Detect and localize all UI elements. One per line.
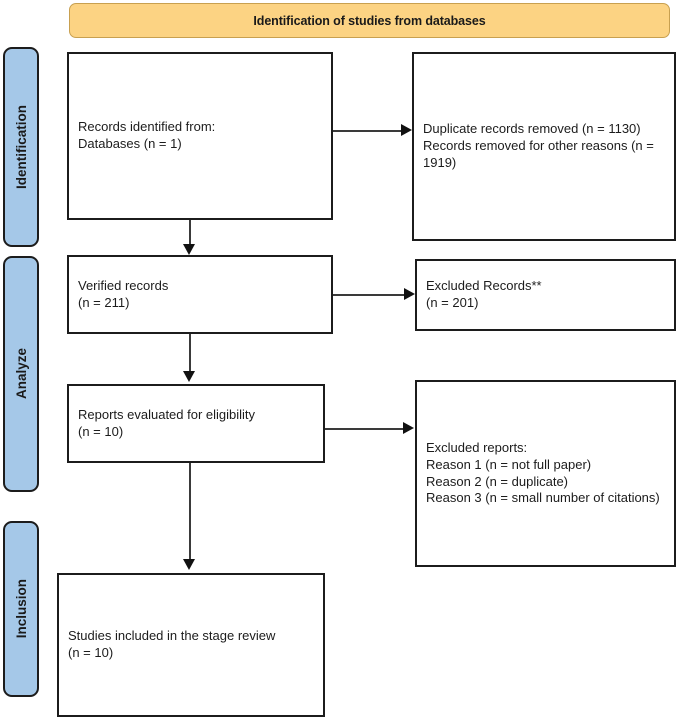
banner-title: Identification of studies from databases [253, 13, 486, 28]
box-studies-included-text: Studies included in the stage review (n … [68, 628, 276, 660]
connector-identified-to-verified [189, 220, 191, 245]
box-verified-records: Verified records (n = 211) [67, 255, 333, 334]
stage-label-inclusion: Inclusion [13, 579, 29, 639]
box-duplicate-records-removed-text: Duplicate records removed (n = 1130) Rec… [423, 121, 654, 170]
box-reports-evaluated-text: Reports evaluated for eligibility (n = 1… [78, 406, 256, 439]
stage-tab-analyze: Analyze [3, 256, 39, 492]
arrow-down-icon [183, 559, 195, 570]
arrow-down-icon [183, 244, 195, 255]
arrow-down-icon [183, 371, 195, 382]
connector-reports-to-included [189, 463, 191, 560]
stage-tab-identification: Identification [3, 47, 39, 247]
box-excluded-records-text: Excluded Records** (n = 201) [426, 278, 542, 310]
connector-identified-to-duplicates [333, 130, 402, 132]
box-records-identified: Records identified from: Databases (n = … [67, 52, 333, 220]
box-excluded-reports-text: Excluded reports: Reason 1 (n = not full… [426, 439, 660, 506]
arrow-right-icon [401, 124, 412, 136]
connector-verified-to-excluded-records [333, 294, 405, 296]
box-studies-included: Studies included in the stage review (n … [57, 573, 325, 717]
stage-tab-inclusion: Inclusion [3, 521, 39, 697]
box-excluded-reports: Excluded reports: Reason 1 (n = not full… [415, 380, 676, 567]
connector-reports-to-excluded-reports [325, 428, 404, 430]
arrow-right-icon [404, 288, 415, 300]
box-reports-evaluated: Reports evaluated for eligibility (n = 1… [67, 384, 325, 463]
identification-banner: Identification of studies from databases [69, 3, 670, 38]
box-duplicate-records-removed: Duplicate records removed (n = 1130) Rec… [412, 52, 676, 241]
box-verified-records-text: Verified records (n = 211) [78, 277, 169, 310]
arrow-right-icon [403, 422, 414, 434]
box-records-identified-text: Records identified from: Databases (n = … [78, 119, 216, 151]
connector-verified-to-reports [189, 334, 191, 372]
stage-label-analyze: Analyze [13, 348, 29, 400]
stage-label-identification: Identification [13, 105, 29, 189]
box-excluded-records: Excluded Records** (n = 201) [415, 259, 676, 331]
